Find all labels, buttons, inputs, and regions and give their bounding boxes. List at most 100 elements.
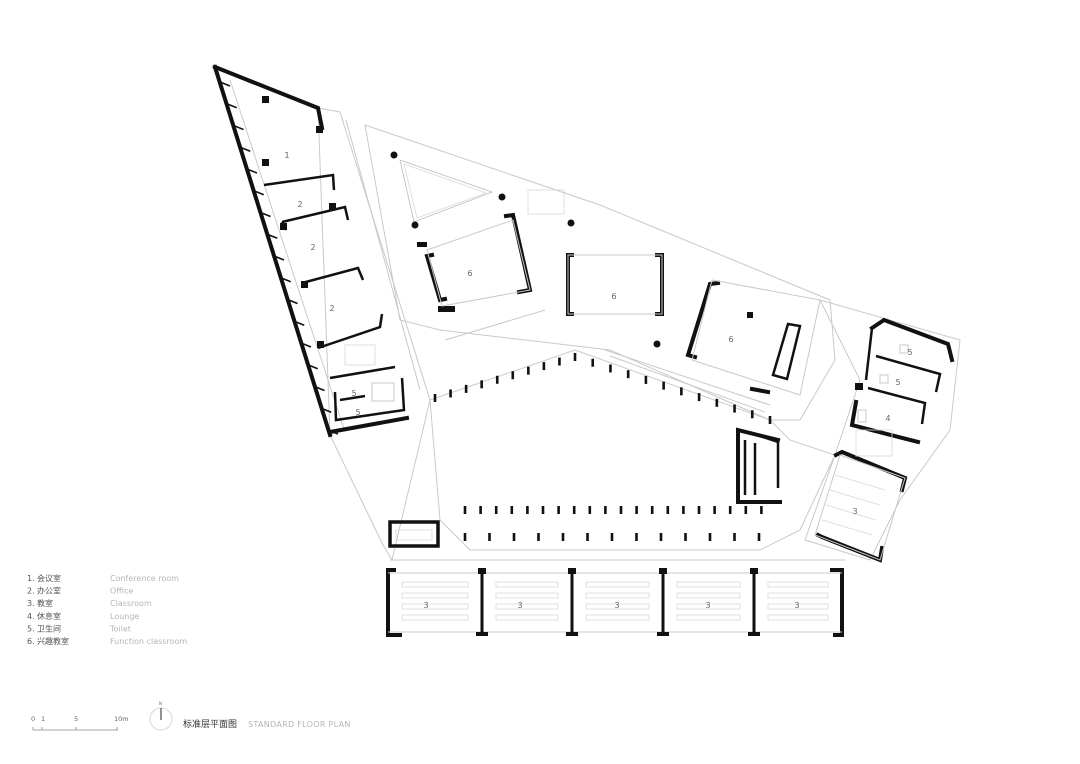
column xyxy=(591,358,595,367)
legend-number: 6. xyxy=(27,637,35,646)
legend-label-en: Office xyxy=(110,587,133,596)
legend-label-en: Lounge xyxy=(110,612,139,621)
scale-bar: 0 1 5 10m xyxy=(31,715,129,731)
column xyxy=(527,366,530,375)
scale-tick-1: 1 xyxy=(41,715,45,723)
room-label-1: 1 xyxy=(284,151,289,160)
column xyxy=(635,533,638,541)
plan-title-en: STANDARD FLOOR PLAN xyxy=(248,720,351,729)
desk-row xyxy=(585,581,650,588)
column xyxy=(557,506,560,514)
scale-tick-5: 5 xyxy=(74,715,78,723)
pier xyxy=(476,632,488,636)
column xyxy=(542,362,546,371)
column xyxy=(750,410,754,419)
pier xyxy=(750,568,758,574)
triangle-courtyard xyxy=(390,151,661,348)
pier xyxy=(566,632,578,636)
column xyxy=(511,371,515,380)
room-label-3: 3 xyxy=(794,601,799,610)
column xyxy=(479,506,482,514)
room-label-3: 3 xyxy=(852,507,857,516)
column xyxy=(480,380,483,389)
column xyxy=(619,506,623,514)
pier xyxy=(568,568,576,574)
column xyxy=(449,389,452,398)
desk-row xyxy=(401,603,469,610)
svg-text:N: N xyxy=(159,701,162,706)
column xyxy=(573,353,577,361)
pier xyxy=(748,632,760,636)
south-classroom-block xyxy=(386,568,844,637)
room-label-3: 3 xyxy=(423,601,428,610)
north-arrow-icon: N xyxy=(149,701,173,731)
column xyxy=(526,506,529,514)
desk-row xyxy=(767,603,829,610)
legend-label-cn: 办公室 xyxy=(37,586,61,596)
desk-row xyxy=(767,614,829,621)
column xyxy=(463,506,467,514)
column xyxy=(558,357,561,366)
column xyxy=(768,416,772,424)
scale-tick-10: 10m xyxy=(114,715,129,723)
legend-label-en: Toilet xyxy=(109,624,131,633)
column xyxy=(561,533,565,541)
room-label-4: 4 xyxy=(885,414,890,423)
column xyxy=(662,381,665,390)
east-wing-walls xyxy=(814,317,955,563)
column xyxy=(604,506,607,514)
room-label-6: 6 xyxy=(728,335,733,344)
legend-label-cn: 兴趣教室 xyxy=(37,636,69,646)
column xyxy=(541,506,545,514)
column xyxy=(635,506,638,514)
desk-row xyxy=(495,614,559,621)
column xyxy=(680,387,683,396)
column xyxy=(757,533,761,541)
desk-row xyxy=(401,581,469,588)
column xyxy=(433,394,437,402)
room-label-5: 5 xyxy=(355,408,360,417)
column xyxy=(715,398,719,407)
column xyxy=(650,506,654,514)
desk-row xyxy=(767,592,829,599)
column xyxy=(537,533,540,541)
column xyxy=(488,533,491,541)
room-label-3: 3 xyxy=(614,601,619,610)
desk-row xyxy=(585,614,650,621)
building-outline xyxy=(229,79,961,562)
legend-label-cn: 会议室 xyxy=(37,573,61,583)
column xyxy=(644,375,648,384)
column xyxy=(682,506,685,514)
room-label-5: 5 xyxy=(351,389,356,398)
legend-label-cn: 休息室 xyxy=(37,611,61,621)
desk-row xyxy=(495,592,559,599)
column xyxy=(684,533,687,541)
room-label-3: 3 xyxy=(705,601,710,610)
colonnade-columns xyxy=(433,353,772,541)
column xyxy=(760,506,763,514)
desk-row xyxy=(495,603,559,610)
room-label-3: 3 xyxy=(517,601,522,610)
legend-label-cn: 卫生间 xyxy=(37,623,61,633)
column xyxy=(626,370,630,379)
room-label-5: 5 xyxy=(907,348,912,357)
desk-row xyxy=(676,592,741,599)
column xyxy=(609,364,612,373)
plan-title-cn: 标准层平面图 xyxy=(183,718,237,730)
column xyxy=(586,533,589,541)
desk-row xyxy=(401,614,469,621)
column xyxy=(733,404,736,413)
legend-label-en: Conference room xyxy=(110,574,179,583)
desk-row xyxy=(495,581,559,588)
room-label-2: 2 xyxy=(297,200,302,209)
left-wing-walls xyxy=(212,64,410,438)
room-label-6: 6 xyxy=(467,269,472,278)
column xyxy=(494,506,498,514)
column xyxy=(510,506,514,514)
